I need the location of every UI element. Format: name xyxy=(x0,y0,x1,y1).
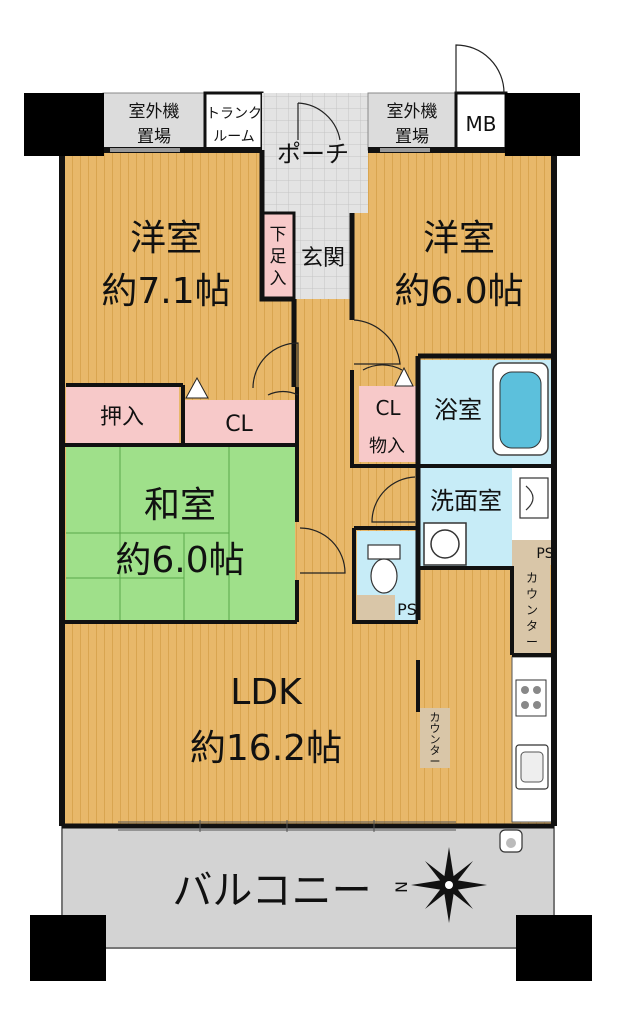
label-trunk-room-line2: ルーム xyxy=(213,129,255,145)
room-name-western-2: 洋室 xyxy=(423,218,495,259)
room-name-porch: ポーチ xyxy=(277,140,349,168)
label-mb: MB xyxy=(466,112,497,136)
counter-right xyxy=(512,565,550,657)
label-oshiire: 押入 xyxy=(100,405,144,430)
ps-box-2 xyxy=(512,540,553,565)
sink-icon xyxy=(519,477,549,519)
label-counter-right: カ ウ ン タ ー xyxy=(526,571,538,649)
room-size-western-1: 約7.1帖 xyxy=(101,271,230,312)
label-cl-2: CL xyxy=(375,396,401,420)
counter-mid xyxy=(420,708,450,768)
room-size-western-2: 約6.0帖 xyxy=(394,271,523,312)
counter-mid-char-3: ン xyxy=(430,733,441,746)
label-counter-mid: カ ウ ン タ ー xyxy=(430,711,441,768)
oshiire xyxy=(66,387,179,443)
storage xyxy=(359,429,416,462)
label-storage: 物入 xyxy=(369,436,405,457)
label-shoe-box-1: 下 xyxy=(270,225,287,245)
stove-icon xyxy=(515,679,547,717)
label-shoe-box-2: 足 xyxy=(270,247,287,267)
closet-door-marks xyxy=(185,366,414,399)
room-name-washroom: 洗面室 xyxy=(430,487,502,515)
counter-mid-char-1: カ xyxy=(430,711,441,724)
label-outdoor-unit-1-line1: 室外機 xyxy=(129,102,180,122)
entrance xyxy=(294,213,352,299)
mb-box xyxy=(454,91,508,152)
room-name-balcony: バルコニー xyxy=(172,868,371,914)
counter-right-char-1: カ xyxy=(526,571,538,585)
room-name-entrance: 玄関 xyxy=(301,246,345,271)
label-ps-1: PS xyxy=(397,600,417,619)
outdoor-unit-area-2 xyxy=(367,92,457,151)
toilet-icon xyxy=(367,544,401,594)
label-outdoor-unit-2-line1: 室外機 xyxy=(387,102,438,122)
structural-columns xyxy=(24,93,592,981)
counter-right-char-5: ー xyxy=(526,635,538,649)
room-name-bath: 浴室 xyxy=(434,396,482,424)
tatami-lines xyxy=(66,447,230,620)
door-swings xyxy=(252,44,505,574)
compass-rose-icon xyxy=(411,847,487,923)
bathtub-icon xyxy=(492,362,549,456)
counter-mid-char-5: ー xyxy=(430,755,441,768)
room-name-western-1: 洋室 xyxy=(130,218,202,259)
room-name-ldk: LDK xyxy=(230,672,303,713)
closet-1 xyxy=(183,400,295,443)
closet-2 xyxy=(359,386,416,429)
label-outdoor-unit-1-line2: 置場 xyxy=(137,127,171,147)
room-name-japanese: 和室 xyxy=(144,485,216,526)
kitchen-sink-icon xyxy=(515,744,549,790)
label-cl-1: CL xyxy=(225,412,253,437)
counter-right-char-2: ウ xyxy=(526,587,538,601)
counter-mid-char-4: タ xyxy=(430,744,441,757)
windows xyxy=(110,148,456,832)
counter-right-char-3: ン xyxy=(526,603,538,617)
washing-machine-icon xyxy=(423,522,467,566)
label-outdoor-unit-2-line2: 置場 xyxy=(395,127,429,147)
outdoor-unit-area-1 xyxy=(102,92,206,151)
ps-box-1 xyxy=(357,595,395,621)
counter-right-char-4: タ xyxy=(526,619,538,633)
room-size-ldk: 約16.2帖 xyxy=(190,728,342,769)
label-ps-2: PS xyxy=(536,546,553,562)
porch xyxy=(262,93,368,213)
room-size-japanese: 約6.0帖 xyxy=(115,540,244,581)
label-shoe-box-3: 入 xyxy=(270,269,287,289)
trunk-room xyxy=(203,91,264,152)
faucet-icon xyxy=(499,829,523,853)
counter-mid-char-2: ウ xyxy=(430,722,441,735)
label-trunk-room-line1: トランク xyxy=(206,106,262,122)
compass-north-label: N xyxy=(392,881,411,893)
